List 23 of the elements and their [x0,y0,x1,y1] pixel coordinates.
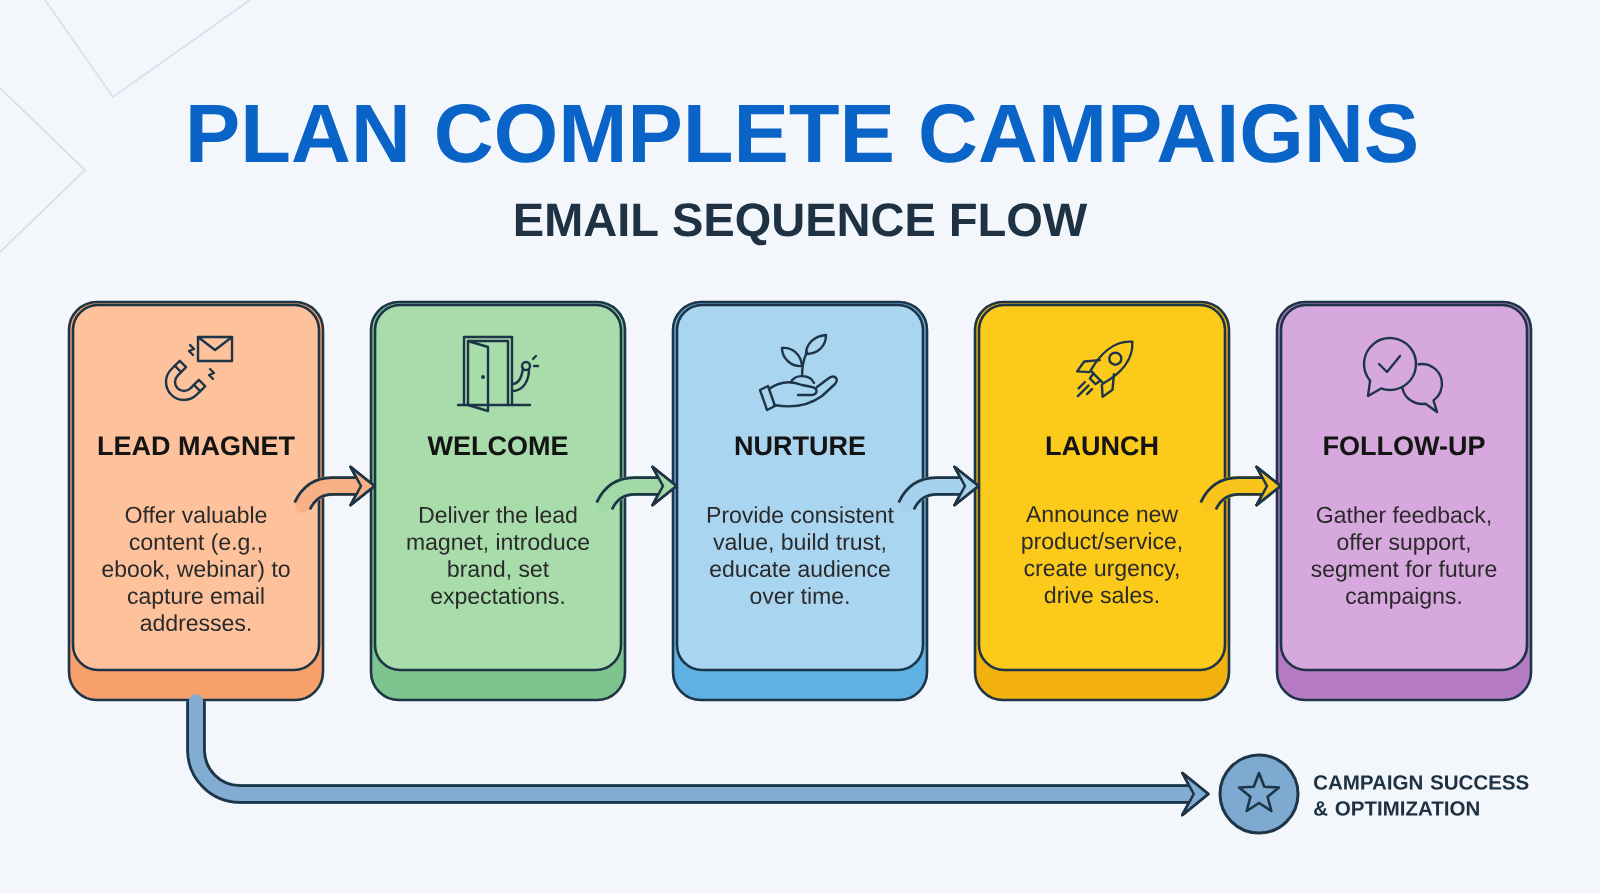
card-text: Gather feedback, offer support, segment for future campaigns. [1311,506,1497,609]
card-title: LEAD MAGNET [98,436,295,456]
card-text: Announce new product/service, create urgency, drive sales. [1022,506,1182,604]
step-card [67,300,325,702]
card-title: FOLLOW-UP [1324,436,1485,456]
card-text: Provide consistent value, build trust, educate audience over time. [707,506,894,605]
card-title: WELCOME [427,436,568,456]
card-title: NURTURE [735,436,865,456]
caption-label: CAMPAIGN SUCCESS & OPTIMIZATION [1314,775,1529,816]
step-card [671,300,929,702]
step-card [973,300,1231,702]
curved-arrow [293,465,376,513]
curved-arrow [897,465,980,513]
arrow [186,694,1210,817]
subtitle: EMAIL SEQUENCE FLOW [515,203,1088,246]
card-text: Deliver the lead magnet, introduce brand, set expectations. [407,506,589,609]
card-text: Offer valuable content (e.g., ebook, webinar) to capture email addresses. [102,506,290,632]
title: PLAN COMPLETE CAMPAIGNS [190,104,1416,163]
step-card [1275,300,1533,702]
step-card [369,300,627,702]
curved-arrow [595,465,678,513]
card-title: LAUNCH [1046,436,1158,456]
curved-arrow [1199,465,1282,513]
